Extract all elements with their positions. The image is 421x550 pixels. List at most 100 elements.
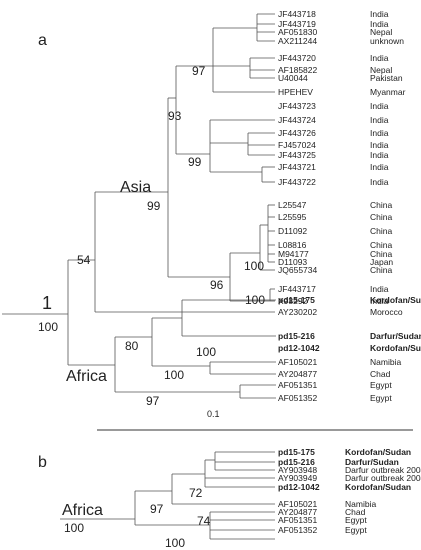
taxon-location: unknown xyxy=(370,36,404,46)
taxon-id: D11093 xyxy=(278,257,307,267)
taxon-id: JF443725 xyxy=(278,150,316,160)
taxon-location: China xyxy=(370,212,392,222)
taxon-location: Darfur/Sudan xyxy=(345,457,399,467)
taxon-location: Namibia xyxy=(345,499,376,509)
taxon-location: China xyxy=(370,226,392,236)
taxon-location: China xyxy=(370,265,392,275)
taxon-id: L25595 xyxy=(278,212,307,222)
taxon-location: Nepal xyxy=(370,65,392,75)
taxon-location: Darfur/Sudan xyxy=(370,331,421,341)
bootstrap-100-china: 100 xyxy=(244,259,264,273)
scale-bar-label: 0.1 xyxy=(207,409,220,419)
taxon-location: Kordofan/Sudan xyxy=(370,295,421,305)
taxon-id: AF185822 xyxy=(278,65,317,75)
bootstrap-54: 54 xyxy=(77,253,91,267)
taxon-location: Pakistan xyxy=(370,73,403,83)
clade-label-africa: Africa xyxy=(66,368,107,385)
panel-b-letter: b xyxy=(38,454,47,471)
bootstrap-b-100-egypt: 100 xyxy=(165,536,185,550)
bootstrap-97: 97 xyxy=(192,64,206,78)
panel-b-clade-label-africa: Africa xyxy=(62,502,103,519)
taxon-location: Chad xyxy=(370,369,391,379)
taxon-location: Egypt xyxy=(370,393,392,403)
taxon-id: AF051351 xyxy=(278,515,317,525)
taxon-id: JF443717 xyxy=(278,284,316,294)
clade-label-asia: Asia xyxy=(120,179,151,196)
taxon-id: JF443723 xyxy=(278,101,316,111)
bootstrap-93: 93 xyxy=(168,109,182,123)
taxon-id: pd12-1042 xyxy=(278,482,320,492)
panel-a-bootstrap-values: 97 93 99 99 54 100 96 100 80 100 100 97 xyxy=(77,64,265,408)
taxon-location: Morocco xyxy=(370,307,403,317)
taxon-id: AY903948 xyxy=(278,465,317,475)
taxon-location: Egypt xyxy=(370,380,392,390)
taxon-location: Namibia xyxy=(370,357,401,367)
taxon-id: AY903949 xyxy=(278,473,317,483)
taxon-location: Kordofan/Sudan xyxy=(370,343,421,353)
taxon-location: China xyxy=(370,249,392,259)
taxon-id: JF443724 xyxy=(278,115,316,125)
taxon-id: AF051351 xyxy=(278,380,317,390)
taxon-id: JF443726 xyxy=(278,128,316,138)
taxon-location: Darfur outbreak 2004 xyxy=(345,473,421,483)
taxon-id: JF443721 xyxy=(278,162,316,172)
taxon-id: pd15-216 xyxy=(278,457,315,467)
taxon-id: AY230202 xyxy=(278,307,317,317)
bootstrap-96: 96 xyxy=(210,278,224,292)
taxon-id: FJ457024 xyxy=(278,140,316,150)
bootstrap-b-100-africa: 100 xyxy=(64,521,84,535)
taxon-id: pd12-1042 xyxy=(278,343,320,353)
taxon-location: Kordofan/Sudan xyxy=(345,447,411,457)
taxon-location: India xyxy=(370,177,389,187)
taxon-id: JF443718 xyxy=(278,9,316,19)
panel-a-branches xyxy=(2,13,276,399)
panel-a-letter: a xyxy=(38,32,47,49)
taxon-location: India xyxy=(370,53,389,63)
taxon-id: L25547 xyxy=(278,200,307,210)
taxon-location: Egypt xyxy=(345,525,367,535)
taxon-id: AY204877 xyxy=(278,507,317,517)
taxon-id: JQ655734 xyxy=(278,265,317,275)
taxon-location: India xyxy=(370,150,389,160)
taxon-location: India xyxy=(370,162,389,172)
taxon-location: Chad xyxy=(345,507,366,517)
bootstrap-97-egypt: 97 xyxy=(146,394,160,408)
taxon-id: AF051830 xyxy=(278,27,317,37)
taxon-id: pd15-175 xyxy=(278,295,315,305)
taxon-id: AF105021 xyxy=(278,499,317,509)
bootstrap-99-asia: 99 xyxy=(147,199,161,213)
bootstrap-100-namibia: 100 xyxy=(164,368,184,382)
taxon-id: AX211244 xyxy=(278,36,317,46)
taxon-location: China xyxy=(370,200,392,210)
bootstrap-b-74: 74 xyxy=(197,514,211,528)
taxon-id: JF443719 xyxy=(278,19,316,29)
bootstrap-b-97: 97 xyxy=(150,502,164,516)
taxon-location: Kordofan/Sudan xyxy=(345,482,411,492)
taxon-location: India xyxy=(370,140,389,150)
panel-b-bootstrap-values: 72 97 74 100 100 xyxy=(64,486,211,550)
taxon-location: India xyxy=(370,19,389,29)
taxon-location: India xyxy=(370,128,389,138)
bootstrap-100-sudan: 100 xyxy=(196,345,216,359)
taxon-id: AF051352 xyxy=(278,393,317,403)
taxon-location: Egypt xyxy=(345,515,367,525)
taxon-id: JF443722 xyxy=(278,177,316,187)
bootstrap-100-india: 100 xyxy=(245,293,265,307)
taxon-location: Nepal xyxy=(370,27,392,37)
taxon-id: JF443720 xyxy=(278,53,316,63)
taxon-id: pd15-216 xyxy=(278,331,315,341)
taxon-location: India xyxy=(370,101,389,111)
taxon-location: India xyxy=(370,284,389,294)
taxon-location: India xyxy=(370,115,389,125)
taxon-location: Myanmar xyxy=(370,87,406,97)
bootstrap-b-72: 72 xyxy=(189,486,203,500)
taxon-location: Japan xyxy=(370,257,393,267)
taxon-location: India xyxy=(370,296,389,306)
taxon-id: X98292 xyxy=(278,296,308,306)
taxon-id: AF051352 xyxy=(278,525,317,535)
taxon-id: HPEHEV xyxy=(278,87,313,97)
bootstrap-99-indian: 99 xyxy=(188,155,202,169)
